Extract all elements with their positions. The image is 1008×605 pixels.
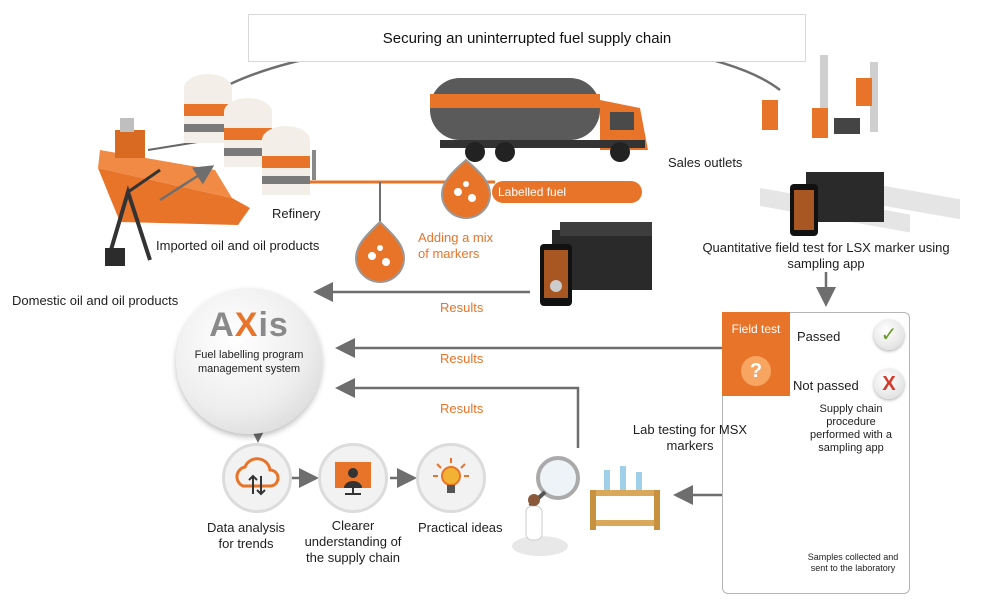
axis-logo-x: X [234, 306, 259, 344]
passed-label: Passed [797, 329, 841, 344]
question-icon: ? [741, 356, 771, 386]
title-text: Securing an uninterrupted fuel supply ch… [382, 29, 672, 47]
axis-system-circle: AXis Fuel labelling program management s… [176, 288, 322, 434]
lab-testing-label: Lab testing for MSX markers [632, 422, 748, 453]
field-test-title: Field test [731, 322, 781, 336]
labelled-fuel-droplet-icon [440, 158, 492, 219]
fuel-truck-icon [430, 78, 648, 162]
marker-droplet-icon [354, 220, 406, 283]
sampling-device-icon [540, 222, 652, 306]
cross-icon: X [874, 369, 904, 399]
monitor-understanding-icon [318, 443, 388, 513]
procedure-label: Supply chain procedure performed with a … [810, 403, 892, 454]
axis-logo: AXis [176, 306, 322, 345]
practical-ideas-label: Practical ideas [418, 520, 503, 535]
lightbulb-ideas-icon [416, 443, 486, 513]
diagram-title: Securing an uninterrupted fuel supply ch… [248, 14, 806, 62]
clearer-understanding-label: Clearer understanding of the supply chai… [304, 518, 402, 565]
labelled-fuel-pill: Labelled fuel [492, 181, 642, 203]
results-label-2: Results [440, 351, 484, 366]
loading-crane-icon [105, 168, 161, 266]
not-passed-label: Not passed [793, 378, 859, 393]
results-label-1: Results [440, 300, 484, 315]
samples-label: Samples collected and sent to the labora… [807, 552, 899, 573]
data-analysis-label: Data analysis for trends [206, 520, 286, 551]
results-label-3: Results [440, 401, 484, 416]
cloud-analysis-icon [222, 443, 292, 513]
sampling-device-2-icon [790, 172, 884, 236]
refinery-label: Refinery [272, 206, 321, 221]
lab-shelf-icon [590, 466, 660, 530]
imported-label: Imported oil and oil products [156, 238, 320, 253]
scientist-magnifier-icon [512, 456, 580, 556]
axis-logo-a: A [209, 306, 235, 344]
check-icon: ✓ [874, 320, 904, 350]
sales-outlets-label: Sales outlets [668, 155, 743, 170]
quantitative-test-label: Quantitative field test for LSX marker u… [702, 240, 950, 271]
axis-description: Fuel labelling program management system [194, 349, 304, 375]
domestic-label: Domestic oil and oil products [12, 293, 179, 308]
adding-markers-label: Adding a mix of markers [418, 230, 494, 261]
axis-logo-is: is [258, 306, 289, 344]
refinery-tanks-icon [184, 74, 316, 195]
